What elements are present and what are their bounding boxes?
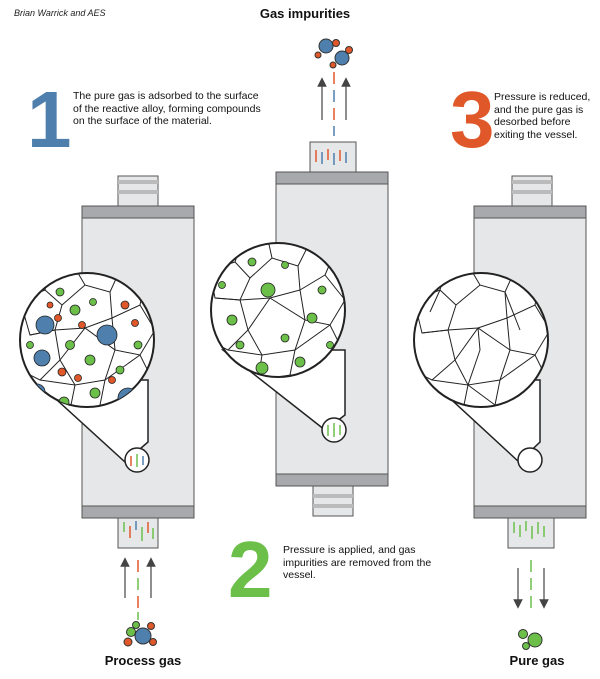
gas-impurities-molecules	[314, 38, 353, 69]
credit-line: Brian Warrick and AES	[14, 8, 106, 18]
magnifier-3	[413, 272, 549, 473]
step-1-number: 1	[27, 75, 72, 164]
process-gas-molecules	[123, 621, 157, 647]
vessel-1-input-streaks	[123, 521, 154, 541]
magnifier-1	[19, 272, 155, 473]
step-3-number: 3	[450, 75, 495, 164]
step-1-description: The pure gas is adsorbed to the surface …	[73, 90, 261, 128]
vessel-1-inlet-arrows	[120, 557, 156, 620]
step-3-description: Pressure is reduced, and the pure gas is…	[494, 91, 591, 141]
magnifier-2	[210, 242, 347, 443]
step-2-number: 2	[228, 525, 273, 614]
vessel-2-outlet-arrows	[317, 72, 351, 136]
gas-impurities-label: Gas impurities	[259, 6, 351, 21]
process-gas-label: Process gas	[104, 653, 182, 668]
vessel-2-output-streaks	[315, 149, 347, 165]
vessel-3-outlet-arrows	[513, 560, 549, 609]
vessel-3-output-streaks	[513, 521, 545, 539]
step-2-description: Pressure is applied, and gas impurities …	[283, 544, 432, 582]
pure-gas-molecules	[518, 629, 543, 650]
vessel-2	[275, 141, 389, 517]
pure-gas-label: Pure gas	[509, 653, 565, 668]
